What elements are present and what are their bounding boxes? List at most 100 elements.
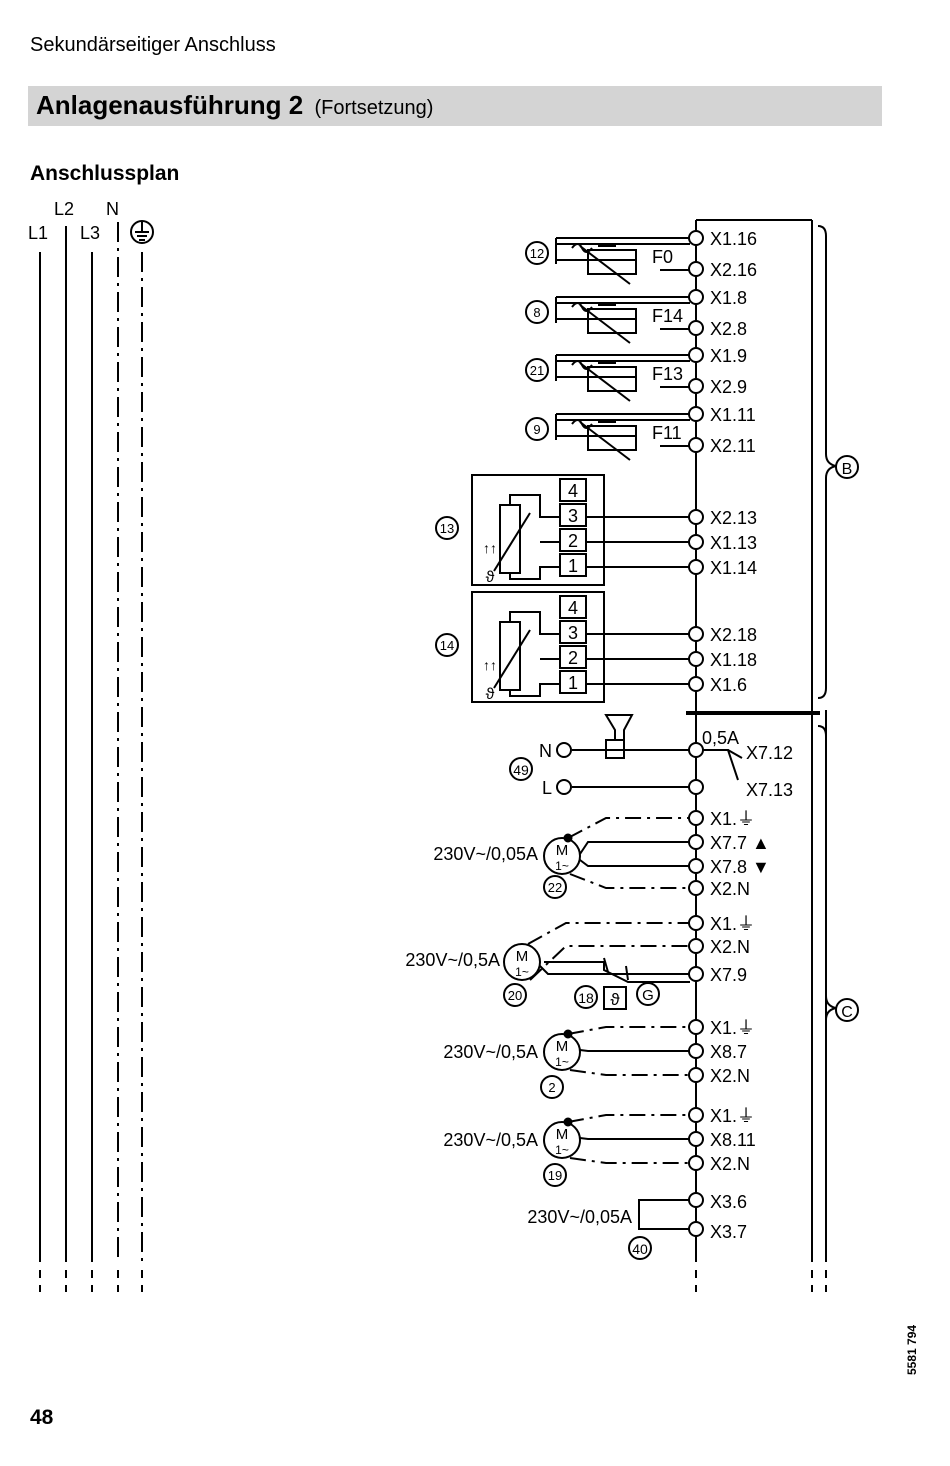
motor-m: M	[516, 948, 529, 965]
motor-symbol	[543, 837, 581, 875]
terminal-label: X8.11	[710, 1130, 756, 1150]
motor-rating: 230V~/0,5A	[443, 1042, 538, 1062]
motor-num-circle	[540, 1075, 564, 1099]
terminal-node	[688, 915, 704, 931]
terminal-node	[688, 347, 704, 363]
terminal-label: X8.7	[710, 1042, 747, 1062]
thermostat-frame	[555, 419, 690, 437]
terminal-x3-6: X3.6	[710, 1192, 747, 1212]
terminal-node	[688, 742, 704, 758]
title-suffix: (Fortsetzung)	[314, 97, 434, 119]
sensor-num-circle	[435, 516, 459, 540]
load40-num: 40	[632, 1241, 648, 1257]
title-bar: Anlagenausführung 2 (Fortsetzung)	[28, 86, 882, 126]
motor-m: M	[556, 1126, 569, 1143]
load40-rating: 230V~/0,05A	[527, 1207, 632, 1227]
terminal-node	[688, 938, 704, 954]
thermostat-num-circle	[525, 300, 549, 324]
sensor-pin-label: 4	[568, 598, 578, 618]
terminal-label: X2.16	[710, 260, 757, 280]
terminal-label: X7.9	[710, 965, 747, 985]
thermostat-num: 12	[530, 246, 544, 261]
sensor-pin-label: 2	[568, 648, 578, 668]
thermostat-label: F11	[652, 423, 682, 443]
terminal-label: X1.6	[710, 675, 747, 695]
motor-phase: 1~	[555, 1055, 569, 1069]
line-l2-label: L2	[54, 199, 74, 219]
terminal-x7-13: X7.13	[746, 780, 793, 800]
motor-num-circle	[543, 1163, 567, 1187]
motor-rating: 230V~/0,5A	[405, 950, 500, 970]
sensor-pin-label: 3	[568, 506, 578, 526]
terminal-node	[688, 261, 704, 277]
sensor-pin	[559, 478, 587, 502]
sensor-box	[471, 474, 605, 586]
sensor-pin-label: 4	[568, 481, 578, 501]
terminal-label: X2.N	[710, 1154, 750, 1174]
terminal-label: X7.7 ▲	[710, 833, 770, 853]
terminal-node	[688, 858, 704, 874]
terminal-label: X1.11	[710, 405, 756, 425]
thermostat-label: F0	[652, 247, 673, 267]
diagram-title: Anschlussplan	[30, 162, 180, 185]
motor-symbol	[503, 943, 541, 981]
motor-m: M	[556, 1038, 569, 1055]
terminal-node	[688, 534, 704, 550]
load-40: 230V~/0,05A 40 X3.6 X3.7	[527, 1192, 747, 1260]
thermostat-num-circle	[525, 358, 549, 382]
signal-n-label: N	[539, 741, 552, 761]
motor-rating: 230V~/0,05A	[433, 844, 538, 864]
earth-icon	[130, 220, 154, 244]
thermostat-num: 8	[533, 305, 540, 320]
terminal-label: X2.18	[710, 625, 757, 645]
motor-symbol	[543, 1033, 581, 1071]
motor-phase: 1~	[555, 859, 569, 873]
aux-symbol: ϑ	[610, 990, 620, 1009]
motor-phase: 1~	[515, 965, 529, 979]
terminal-node	[688, 1019, 704, 1035]
bracket-c-label: C	[835, 998, 859, 1022]
terminal-x7-12: X7.12	[746, 743, 793, 763]
terminal-node	[688, 320, 704, 336]
terminal-node	[688, 880, 704, 896]
terminal-node	[688, 834, 704, 850]
terminal-label: X2.N	[710, 879, 750, 899]
sensor-num: 13	[440, 521, 454, 536]
sensor-element	[499, 621, 521, 691]
terminal-node	[688, 626, 704, 642]
terminal-node	[688, 406, 704, 422]
supply-lines	[39, 222, 143, 1292]
signal-device-49: N L 49 0,5A X7.12 X7.13	[509, 714, 793, 800]
terminal-label: X1.13	[710, 533, 757, 553]
sensor-theta: ϑ	[486, 686, 495, 703]
thermostat-label: F14	[652, 306, 683, 326]
thermostat-label: F13	[652, 364, 683, 384]
terminal-node	[688, 230, 704, 246]
terminal-label: X1.14	[710, 558, 757, 578]
terminal-node	[688, 1043, 704, 1059]
terminal-x3-7: X3.7	[710, 1222, 747, 1242]
terminal-node	[688, 1155, 704, 1171]
terminal-label: X1.8	[710, 288, 747, 308]
terminal-node	[688, 779, 704, 795]
terminal-node	[688, 289, 704, 305]
terminal-label: X1.9	[710, 346, 747, 366]
motor-rating: 230V~/0,5A	[443, 1130, 538, 1150]
terminal-label: X1.⏚	[710, 1018, 755, 1038]
motor-num: 19	[548, 1168, 562, 1183]
terminal-label: X2.N	[710, 937, 750, 957]
bracket-c	[817, 725, 837, 1262]
sensor-box	[471, 591, 605, 703]
motor-m: M	[556, 842, 569, 859]
signal-num: 49	[513, 762, 529, 778]
svg-text:C: C	[841, 1004, 853, 1021]
motor-num-circle	[543, 875, 567, 899]
svg-text:B: B	[842, 461, 853, 478]
motor-symbol	[543, 1121, 581, 1159]
